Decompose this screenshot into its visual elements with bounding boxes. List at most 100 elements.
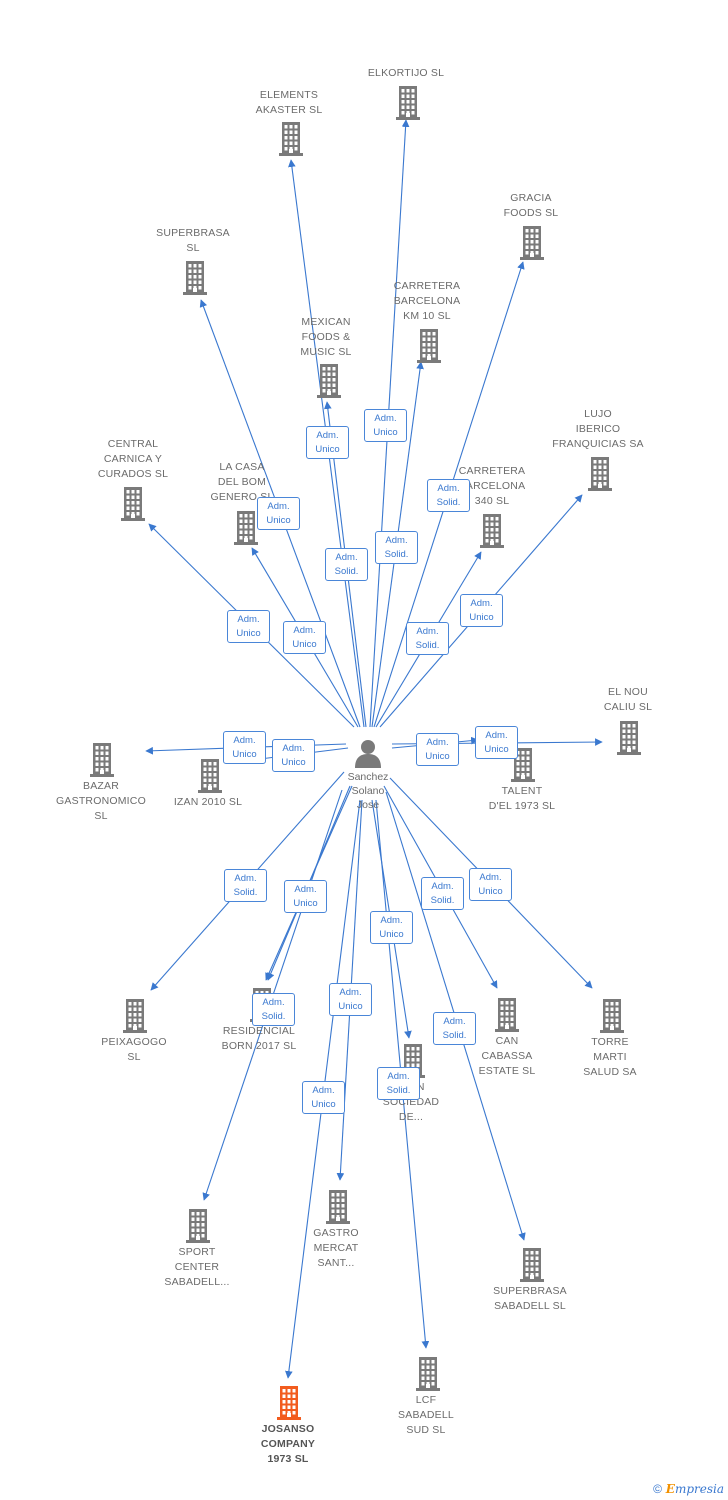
building-icon (495, 998, 519, 1032)
building-icon (186, 1209, 210, 1243)
edge-label-josanso[interactable]: Adm. Unico (302, 1081, 345, 1114)
company-node-elements[interactable]: ELEMENTS AKASTER SL (229, 88, 349, 118)
edge-label-lujo[interactable]: Adm. Unico (460, 594, 503, 627)
company-icon-superbrasa[interactable] (183, 261, 207, 295)
company-label: EL NOU CALIU SL (603, 686, 653, 713)
company-node-carretera340[interactable]: CARRETERA BARCELONA 340 SL (432, 464, 552, 509)
company-icon-lujo[interactable] (588, 457, 612, 491)
company-icon-can[interactable] (495, 998, 519, 1032)
company-label: GASTRO MERCAT SANT... (313, 1227, 359, 1269)
company-label: GRACIA FOODS SL (503, 192, 559, 219)
company-icon-elkortijo[interactable] (396, 86, 420, 120)
company-node-peixagogo[interactable]: PEIXAGOGO SL (74, 1035, 194, 1065)
company-node-residencial[interactable]: RESIDENCIAL BORN 2017 SL (199, 1024, 319, 1054)
company-node-sport[interactable]: SPORT CENTER SABADELL... (137, 1245, 257, 1290)
company-label: BAZAR GASTRONOMICO SL (56, 780, 146, 822)
company-icon-torre[interactable] (600, 999, 624, 1033)
company-icon-lcf[interactable] (416, 1357, 440, 1391)
person-icon (355, 740, 381, 768)
company-node-elnou[interactable]: EL NOU CALIU SL (568, 685, 688, 715)
company-icon-bazar[interactable] (90, 743, 114, 777)
building-icon (277, 1386, 301, 1420)
building-icon (234, 511, 258, 545)
company-label: SUPERBRASA SL (156, 227, 230, 254)
building-icon (520, 1248, 544, 1282)
company-icon-izan[interactable] (198, 759, 222, 793)
edge-label-gracia[interactable]: Adm. Solid. (427, 479, 470, 512)
company-node-carretera10[interactable]: CARRETERA BARCELONA KM 10 SL (367, 279, 487, 324)
company-label: CAN CABASSA ESTATE SL (478, 1035, 536, 1077)
company-icon-lacasa[interactable] (234, 511, 258, 545)
company-node-mexican[interactable]: MEXICAN FOODS & MUSIC SL (266, 315, 386, 360)
edge-label-lcf[interactable]: Adm. Solid. (377, 1067, 420, 1100)
company-node-can[interactable]: CAN CABASSA ESTATE SL (447, 1034, 567, 1079)
company-label: PEIXAGOGO SL (101, 1036, 167, 1063)
company-label: LCF SABADELL SUD SL (398, 1394, 454, 1436)
edge-label-elements[interactable]: Adm. Unico (306, 426, 349, 459)
edge-label-residencial[interactable]: Adm. Solid. (252, 993, 295, 1026)
company-icon-elnou[interactable] (617, 721, 641, 755)
company-label: ELKORTIJO SL (367, 67, 445, 79)
edge-label-sociedad[interactable]: Adm. Unico (370, 911, 413, 944)
brand-initial: E (665, 1482, 675, 1496)
company-label: CENTRAL CARNICA Y CURADOS SL (97, 438, 169, 480)
company-icon-superbrasasab[interactable] (520, 1248, 544, 1282)
building-icon (417, 329, 441, 363)
company-icon-mexican[interactable] (317, 364, 341, 398)
edge-label-bazar[interactable]: Adm. Unico (223, 731, 266, 764)
company-label: LA CASA DEL BOM GENERO SL (210, 461, 273, 503)
company-node-gracia[interactable]: GRACIA FOODS SL (471, 191, 591, 221)
company-icon-elements[interactable] (279, 122, 303, 156)
company-node-elkortijo[interactable]: ELKORTIJO SL (346, 66, 466, 81)
company-icon-gastro[interactable] (326, 1190, 350, 1224)
building-icon (617, 721, 641, 755)
copyright-symbol: © (653, 1482, 662, 1496)
edge-label-superbrasasab[interactable]: Adm. Solid. (433, 1012, 476, 1045)
company-icon-peixagogo[interactable] (123, 999, 147, 1033)
edge-label-elnou[interactable]: Adm. Unico (475, 726, 518, 759)
building-icon (90, 743, 114, 777)
company-node-gastro[interactable]: GASTRO MERCAT SANT... (276, 1226, 396, 1271)
company-icon-josanso[interactable] (277, 1386, 301, 1420)
company-node-izan[interactable]: IZAN 2010 SL (148, 795, 268, 810)
edge-label-izan[interactable]: Adm. Unico (272, 739, 315, 772)
edge-label-talent[interactable]: Adm. Unico (416, 733, 459, 766)
edge-label-elkortijo[interactable]: Adm. Unico (364, 409, 407, 442)
company-node-superbrasasab[interactable]: SUPERBRASA SABADELL SL (470, 1284, 590, 1314)
company-icon-sport[interactable] (186, 1209, 210, 1243)
edge-label-torre[interactable]: Adm. Unico (469, 868, 512, 901)
company-node-central[interactable]: CENTRAL CARNICA Y CURADOS SL (73, 437, 193, 482)
company-node-talent[interactable]: TALENT D'EL 1973 SL (462, 784, 582, 814)
person-node[interactable]: Sanchez Solano Jose (336, 738, 400, 812)
company-icon-carretera340[interactable] (480, 514, 504, 548)
edge-label-lacasa[interactable]: Adm. Unico (283, 621, 326, 654)
edge-label-central[interactable]: Adm. Unico (227, 610, 270, 643)
company-icon-carretera10[interactable] (417, 329, 441, 363)
company-node-bazar[interactable]: BAZAR GASTRONOMICO SL (41, 779, 161, 824)
edge-label-can[interactable]: Adm. Solid. (421, 877, 464, 910)
edge-label-superbrasa[interactable]: Adm. Unico (257, 497, 300, 530)
building-icon (416, 1357, 440, 1391)
edge-label-mexican[interactable]: Adm. Solid. (325, 548, 368, 581)
company-node-torre[interactable]: TORRE MARTI SALUD SA (550, 1035, 670, 1080)
person-name: Sanchez Solano Jose (347, 771, 389, 811)
edge-label-residencial[interactable]: Adm. Unico (284, 880, 327, 913)
company-node-lacasa[interactable]: LA CASA DEL BOM GENERO SL (182, 460, 302, 505)
company-label: JOSANSO COMPANY 1973 SL (260, 1423, 316, 1465)
building-icon (198, 759, 222, 793)
building-icon (511, 748, 535, 782)
company-label: ELEMENTS AKASTER SL (255, 89, 323, 116)
company-icon-talent[interactable] (511, 748, 535, 782)
edge-label-peixagogo[interactable]: Adm. Solid. (224, 869, 267, 902)
building-icon (396, 86, 420, 120)
company-node-lcf[interactable]: LCF SABADELL SUD SL (366, 1393, 486, 1438)
building-icon (183, 261, 207, 295)
company-node-superbrasa[interactable]: SUPERBRASA SL (133, 226, 253, 256)
company-icon-central[interactable] (121, 487, 145, 521)
edge-label-gastro[interactable]: Adm. Unico (329, 983, 372, 1016)
company-icon-gracia[interactable] (520, 226, 544, 260)
edge-label-carretera340[interactable]: Adm. Solid. (406, 622, 449, 655)
company-node-josanso[interactable]: JOSANSO COMPANY 1973 SL (228, 1422, 348, 1467)
company-node-lujo[interactable]: LUJO IBERICO FRANQUICIAS SA (538, 407, 658, 452)
edge-label-carretera10[interactable]: Adm. Solid. (375, 531, 418, 564)
